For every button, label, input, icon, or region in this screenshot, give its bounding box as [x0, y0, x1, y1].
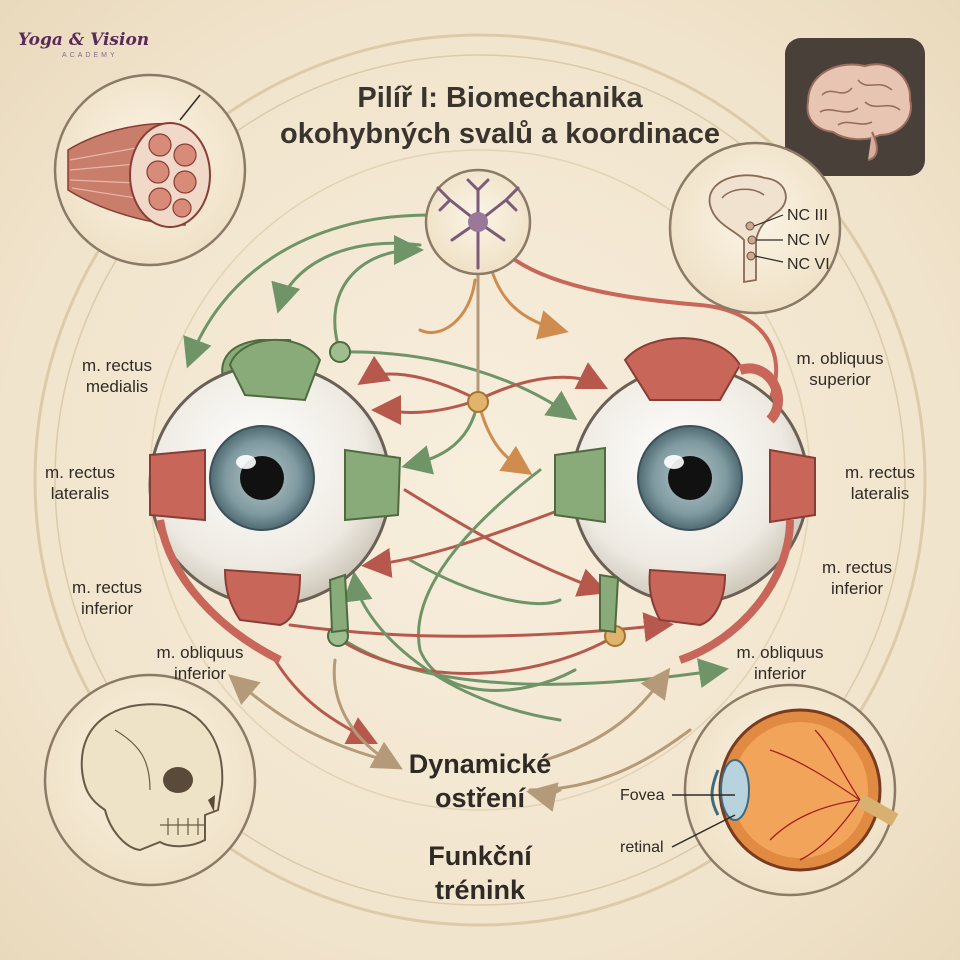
muscle-cross-section-icon [53, 73, 247, 267]
label-right-rectus-lateralis: m. rectus lateralis [845, 463, 915, 504]
brain-icon [785, 38, 925, 176]
retinal-label: retinal [620, 839, 664, 856]
nerve-label-1: NC III [787, 207, 828, 224]
label-right-rectus-inferior: m. rectus inferior [822, 558, 892, 599]
skull-icon [43, 673, 257, 887]
left-eye [148, 339, 402, 664]
right-eye [554, 337, 816, 664]
label-left-rectus-medialis: m. rectus medialis [82, 356, 152, 397]
brand-logo: Yoga & Vision [18, 30, 150, 50]
nerve-label-2: NC IV [787, 232, 830, 249]
dynamic-focus-label: Dynamické ostření [408, 749, 552, 813]
functional-training-label: Funkční trénink [428, 841, 532, 905]
label-right-obliquus-superior: m. obliquus superior [796, 349, 884, 390]
label-right-obliquus-inferior: m. obliquus inferior [736, 643, 824, 684]
brand-logo-subtext: ACADEMY [62, 52, 118, 59]
page-title: Pilíř I: Biomechanika okohybných svalů a… [280, 82, 720, 151]
label-left-rectus-inferior: m. rectus inferior [72, 578, 142, 619]
eye-cross-section-icon [671, 683, 899, 897]
junction-nodes [327, 341, 626, 647]
neuron-icon [424, 168, 532, 276]
label-left-rectus-lateralis: m. rectus lateralis [45, 463, 115, 504]
brainstem-icon [668, 141, 842, 315]
nerve-label-3: NC VI [787, 256, 830, 273]
label-left-obliquus-inferior: m. obliquus inferior [156, 643, 244, 684]
fovea-label: Fovea [620, 787, 665, 804]
